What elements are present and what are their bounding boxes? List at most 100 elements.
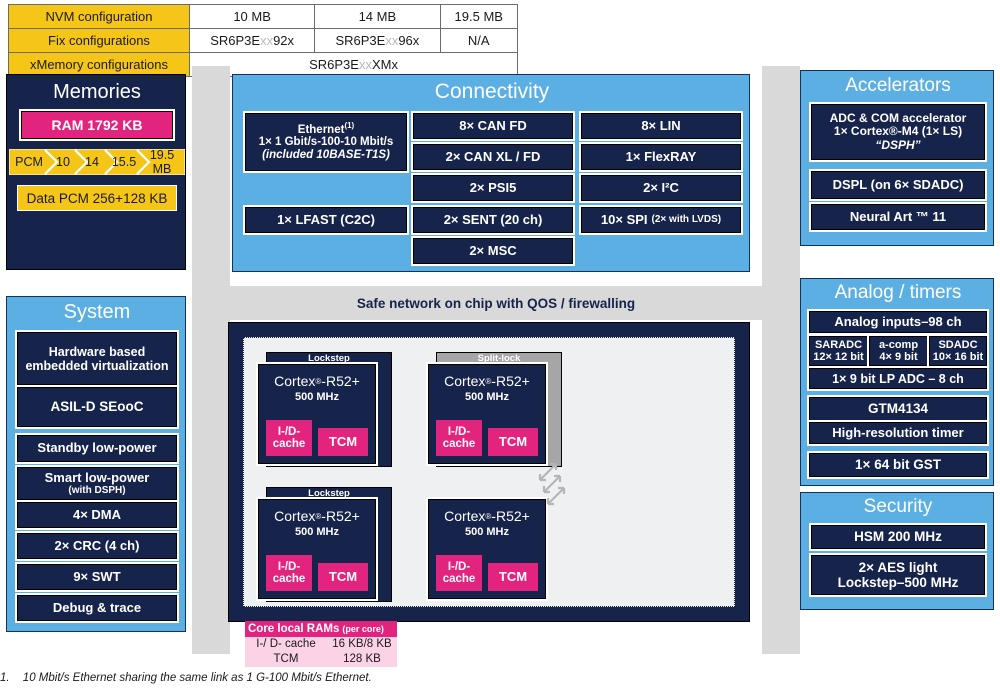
core-cache-label2: cache bbox=[442, 573, 476, 585]
core-tcm-block: TCM bbox=[488, 563, 538, 591]
core-cache-label2: cache bbox=[272, 438, 306, 450]
connectivity-item: 2× MSC bbox=[411, 236, 575, 266]
system-item: Standby low-power bbox=[15, 433, 179, 464]
spi-sublabel: (2× with LVDS) bbox=[651, 214, 722, 226]
double-arrow-icon bbox=[538, 462, 566, 506]
accel-item-label: Neural Art ™ 11 bbox=[849, 208, 947, 224]
core-name: Cortex®-R52+ bbox=[274, 373, 360, 389]
system-item-label: Standby low-power bbox=[37, 440, 157, 456]
timer-block-hires: High-resolution timer bbox=[807, 420, 989, 446]
accel-line1: ADC & COM accelerator bbox=[829, 110, 967, 125]
pcm-chevron-label: 10 bbox=[56, 155, 70, 169]
core-cache-label: I-/D- bbox=[277, 425, 301, 438]
system-item-virtualization: Hardware based embedded virtualization bbox=[15, 330, 179, 387]
aes-line1: 2× AES light bbox=[858, 559, 938, 575]
system-item-label: 9× SWT bbox=[73, 568, 121, 584]
config-row-label: NVM configuration bbox=[8, 4, 190, 29]
security-aes-block: 2× AES light Lockstep–500 MHz bbox=[809, 553, 987, 597]
connectivity-ethernet: Ethernet(1) 1× 1 Gbit/s-100-10 Mbit/s (i… bbox=[243, 111, 409, 173]
core-cache-label: I-/D- bbox=[447, 425, 471, 438]
adc-cell-name: a-comp bbox=[878, 338, 919, 351]
core-local-rams-title-main: Core local RAMs bbox=[248, 623, 340, 635]
security-panel: Security HSM 200 MHz 2× AES light Lockst… bbox=[800, 492, 994, 610]
accelerators-item-neural-art: Neural Art ™ 11 bbox=[809, 202, 987, 232]
connectivity-title: Connectivity bbox=[434, 80, 550, 103]
core-ram-name: TCM bbox=[273, 653, 299, 665]
core-cache-label: I-/D- bbox=[447, 560, 471, 573]
gst-block: 1× 64 bit GST bbox=[807, 451, 989, 479]
accel-item-label: DSPL (on 6× SDADC) bbox=[832, 176, 964, 192]
noc-vertical-left bbox=[192, 66, 230, 654]
pcm-chevron-label: PCM bbox=[15, 155, 43, 169]
system-panel: System Hardware based embedded virtualiz… bbox=[6, 296, 186, 632]
core-frequency: 500 MHz bbox=[294, 391, 340, 403]
core-cache-label2: cache bbox=[272, 573, 306, 585]
connectivity-item: 1× FlexRAY bbox=[579, 142, 743, 172]
connectivity-item: 2× CAN XL / FD bbox=[411, 142, 575, 172]
accelerators-item-dspl: DSPL (on 6× SDADC) bbox=[809, 169, 987, 201]
analog-inputs-block: Analog inputs–98 ch bbox=[807, 309, 989, 335]
config-cell: SR6P3ExxXMx bbox=[189, 52, 518, 77]
system-item: Debug & trace bbox=[15, 593, 179, 623]
system-item-label: 4× DMA bbox=[72, 506, 122, 522]
system-item-sublabel: (with DSPH) bbox=[68, 485, 126, 497]
accel-line2: 1× Cortex®-M4 (1× LS) bbox=[833, 124, 963, 139]
spi-label: 10× SPI bbox=[600, 211, 648, 227]
system-item: 4× DMA bbox=[15, 500, 179, 530]
pcm-chevron-row bbox=[8, 148, 186, 176]
adc-cell-spec: 4× 9 bit bbox=[879, 351, 918, 363]
connectivity-lfast: 1× LFAST (C2C) bbox=[243, 205, 409, 235]
ethernet-line1: Ethernet(1) bbox=[298, 121, 354, 137]
config-cell: 10 MB bbox=[188, 4, 316, 29]
ethernet-line3: (included 10BASE-T1S) bbox=[262, 149, 390, 162]
lfast-label: 1× LFAST (C2C) bbox=[277, 211, 375, 227]
core-local-rams-title: Core local RAMs (per core) bbox=[245, 621, 397, 637]
core-cache-block: I-/D-cache bbox=[436, 420, 482, 456]
connectivity-item: 2× SENT (20 ch) bbox=[411, 205, 575, 235]
aes-line2: Lockstep–500 MHz bbox=[837, 575, 959, 590]
core-cache-label2: cache bbox=[442, 438, 476, 450]
core-frequency: 500 MHz bbox=[294, 526, 340, 538]
system-item-asil: ASIL-D SEooC bbox=[15, 385, 179, 429]
connectivity-item-label: 2× PSI5 bbox=[469, 179, 517, 195]
system-item-label: 2× CRC (4 ch) bbox=[54, 537, 140, 553]
data-pcm-block: Data PCM 256+128 KB bbox=[17, 185, 177, 211]
core-name: Cortex®-R52+ bbox=[274, 508, 360, 524]
footnote-text: 10 Mbit/s Ethernet sharing the same link… bbox=[22, 672, 372, 684]
core-header-label: Lockstep bbox=[308, 353, 350, 364]
security-hsm-block: HSM 200 MHz bbox=[809, 523, 987, 551]
accelerators-main-block: ADC & COM accelerator 1× Cortex®-M4 (1× … bbox=[809, 102, 987, 162]
config-cell: 19.5 MB bbox=[439, 4, 518, 29]
analog-timers-title: Analog / timers bbox=[834, 282, 962, 303]
system-item-label: Hardware based embedded virtualization bbox=[25, 344, 169, 373]
accelerators-panel: Accelerators ADC & COM accelerator 1× Co… bbox=[800, 70, 994, 246]
core-header-label: Split-lock bbox=[477, 353, 521, 364]
config-cell: SR6P3Exx92x bbox=[188, 28, 316, 53]
memories-title: Memories bbox=[53, 81, 141, 103]
connectivity-item-label: 2× SENT (20 ch) bbox=[443, 211, 543, 227]
core-frequency: 500 MHz bbox=[464, 526, 510, 538]
connectivity-item-label: 1× FlexRAY bbox=[625, 148, 697, 164]
connectivity-panel: Connectivity Ethernet(1) 1× 1 Gbit/s-100… bbox=[232, 74, 750, 272]
core-header-label: Lockstep bbox=[308, 488, 350, 499]
connectivity-item-label: 2× CAN XL / FD bbox=[445, 148, 541, 164]
connectivity-item: 8× LIN bbox=[579, 111, 743, 141]
config-cell: 14 MB bbox=[314, 4, 441, 29]
adc-cell-spec: 10× 16 bit bbox=[932, 351, 984, 363]
accelerators-title: Accelerators bbox=[845, 75, 951, 96]
pcm-chevron-label: 15.5 bbox=[111, 155, 137, 169]
system-item: Smart low-power(with DSPH) bbox=[15, 465, 179, 502]
system-item-label: Debug & trace bbox=[52, 599, 142, 615]
core-tcm-block: TCM bbox=[318, 563, 368, 591]
core-cache-block: I-/D-cache bbox=[266, 420, 312, 456]
core-name: Cortex®-R52+ bbox=[444, 373, 530, 389]
core-cache-block: I-/D-cache bbox=[436, 555, 482, 591]
memories-panel: Memories RAM 1792 KB PCM 10 14 15.5 19.5… bbox=[6, 74, 186, 270]
connectivity-item: 2× I²C bbox=[579, 173, 743, 203]
gst-label: 1× 64 bit GST bbox=[855, 457, 941, 473]
